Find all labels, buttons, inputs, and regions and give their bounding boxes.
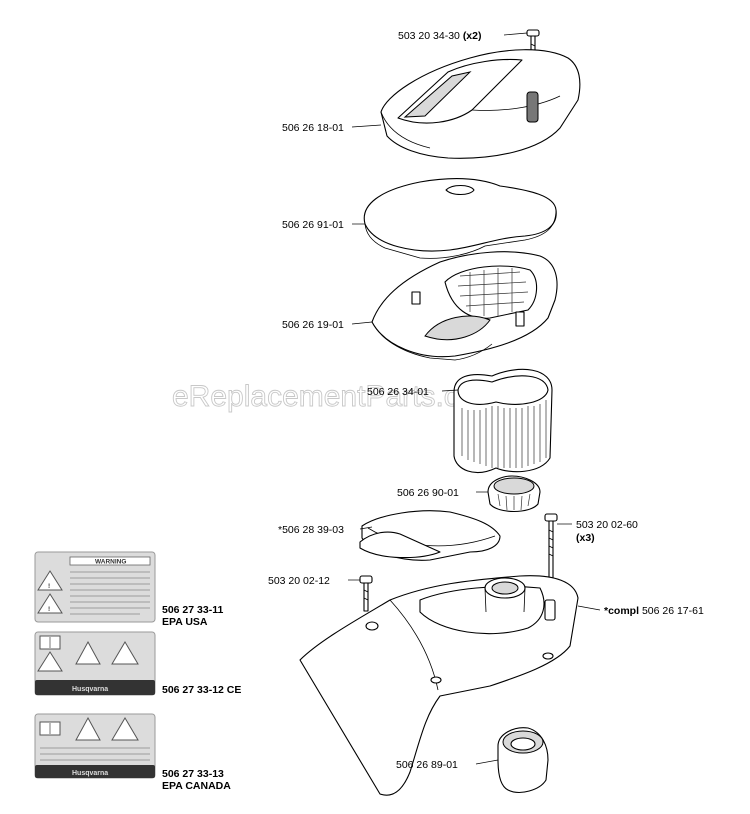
label-screw-top: 503 20 34-30 (x2) (398, 30, 482, 42)
screw-short-part[interactable] (359, 575, 373, 612)
label-filter-holder: 506 26 19-01 (282, 319, 344, 331)
cylinder-cover-part[interactable] (299, 575, 579, 796)
label-filter-cap: 506 26 90-01 (397, 487, 459, 499)
label-screw-long: 503 20 02-60 (576, 519, 638, 531)
watermark: eReplacementParts.com (172, 380, 500, 413)
decal-brand-bar (35, 765, 155, 778)
decal-text-lines (40, 747, 150, 761)
label-decal-epa-canada: 506 27 33-13 (162, 768, 224, 780)
decal-epa-canada[interactable]: Husqvarna (34, 713, 156, 779)
label-decal-epa-usa: 506 27 33-11 (162, 604, 223, 616)
label-screw-long-qty: (x3) (576, 532, 595, 544)
air-filter-part[interactable] (453, 368, 553, 473)
decal-epa-usa[interactable]: WARNING ! ! (34, 551, 156, 623)
filter-pad-part[interactable] (363, 177, 557, 259)
label-decal-epa-usa-sub: EPA USA (162, 616, 208, 628)
gasket-part[interactable] (359, 510, 501, 561)
screw-long-part[interactable] (544, 513, 558, 586)
grommet-part[interactable] (497, 727, 549, 793)
decal-text-lines (70, 571, 150, 615)
label-grommet: 506 26 89-01 (396, 759, 458, 771)
label-decal-epa-canada-sub: EPA CANADA (162, 780, 231, 792)
decal-warning-header: WARNING (95, 559, 126, 566)
label-cylinder-cover: *compl 506 26 17-61 (604, 605, 704, 617)
warning-triangle-icon (75, 640, 101, 665)
label-filter-pad: 506 26 91-01 (282, 219, 344, 231)
manual-book-icon (39, 635, 61, 650)
decal-brand-bar (35, 680, 155, 695)
warning-triangle-icon: ! (37, 593, 63, 614)
filter-cap-part[interactable] (487, 475, 541, 513)
warning-triangle-icon (75, 716, 101, 741)
label-top-cover: 506 26 18-01 (282, 122, 344, 134)
svg-text:*compl 506 26 17-61: *compl 506 26 17-61 (604, 605, 704, 617)
label-screw-short: 503 20 02-12 (268, 575, 330, 587)
manual-book-icon (39, 721, 61, 736)
warning-triangle-icon (37, 651, 63, 672)
top-cover-part[interactable] (380, 49, 581, 159)
svg-text:!: ! (48, 583, 50, 590)
label-decal-ce: 506 27 33-12 CE (162, 684, 241, 696)
label-air-filter: 506 26 34-01 (367, 386, 429, 398)
svg-text:!: ! (48, 606, 50, 613)
svg-text:503 20 34-30 (x2): 503 20 34-30 (x2) (398, 30, 482, 42)
husqvarna-logo: Husqvarna (72, 686, 108, 693)
warning-triangle-icon: ! (37, 570, 63, 591)
husqvarna-logo: Husqvarna (72, 770, 108, 777)
decal-ce[interactable]: Husqvarna (34, 631, 156, 696)
filter-holder-part[interactable] (371, 251, 558, 361)
label-gasket: *506 28 39-03 (278, 524, 344, 536)
warning-triangle-icon (111, 641, 139, 665)
warning-triangle-icon (111, 717, 139, 741)
leader-lines (348, 32, 601, 765)
